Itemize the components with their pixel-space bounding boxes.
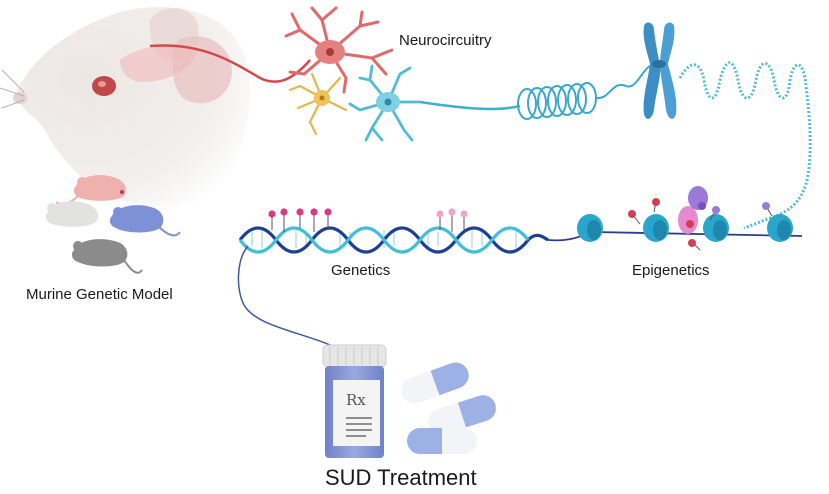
chromosome-icon — [643, 22, 677, 119]
pill-bottle-icon — [322, 344, 387, 458]
neuron-icon — [284, 6, 394, 94]
small-mouse-icon — [45, 201, 98, 227]
connector-line — [237, 245, 331, 346]
nucleosome-icon — [703, 214, 729, 242]
mouse-head-icon — [0, 7, 251, 207]
nucleosome-icon — [643, 214, 669, 242]
axon-path — [149, 44, 311, 83]
capsule-icon — [401, 362, 469, 404]
neuron-icon — [288, 72, 348, 136]
murine-model-label: Murine Genetic Model — [26, 286, 173, 303]
prescription-mark: Rx — [346, 391, 366, 409]
genetics-label: Genetics — [331, 262, 391, 279]
epigenetics-label: Epigenetics — [632, 262, 710, 279]
dna-helix-icon — [238, 208, 549, 254]
neuron-icon — [348, 64, 422, 142]
histone-modification-icon — [628, 186, 773, 251]
capsule-icon — [407, 428, 477, 454]
capsule-icon — [428, 395, 496, 435]
axon-path — [419, 100, 521, 111]
dna-strand — [678, 61, 812, 230]
chromatin-coil — [517, 65, 651, 120]
sud-treatment-label: SUD Treatment — [325, 465, 477, 490]
small-mouse-icon — [71, 239, 143, 274]
small-mouse-icon — [55, 175, 126, 205]
nucleosome-icon — [767, 214, 793, 242]
nucleosome-icon — [577, 214, 603, 242]
small-mouse-icon — [109, 205, 181, 237]
neurocircuitry-label: Neurocircuitry — [399, 32, 492, 49]
